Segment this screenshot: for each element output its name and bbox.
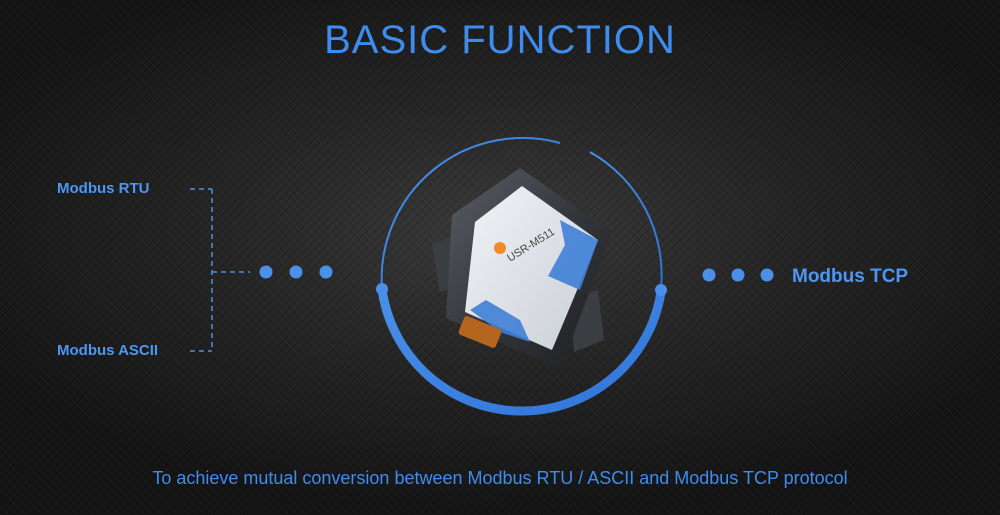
dot: [289, 265, 303, 279]
label-modbus-ascii: Modbus ASCII: [57, 342, 159, 359]
dot: [319, 265, 333, 279]
left-connector: [190, 188, 250, 352]
label-modbus-rtu: Modbus RTU: [57, 180, 150, 197]
device-image: USR-M511: [432, 168, 612, 370]
page-title: BASIC FUNCTION: [324, 18, 676, 62]
dot: [760, 268, 774, 282]
logo-mark: [494, 242, 506, 254]
right-dots: [702, 268, 774, 282]
label-modbus-tcp: Modbus TCP: [792, 266, 909, 287]
serial-port: [458, 316, 502, 348]
ring: [377, 136, 666, 416]
dot: [702, 268, 716, 282]
dot: [259, 265, 273, 279]
ring-node-left: [376, 283, 388, 295]
dot: [731, 268, 745, 282]
ring-node-right: [655, 284, 667, 296]
left-dots: [259, 265, 333, 279]
caption: To achieve mutual conversion between Mod…: [152, 468, 848, 488]
